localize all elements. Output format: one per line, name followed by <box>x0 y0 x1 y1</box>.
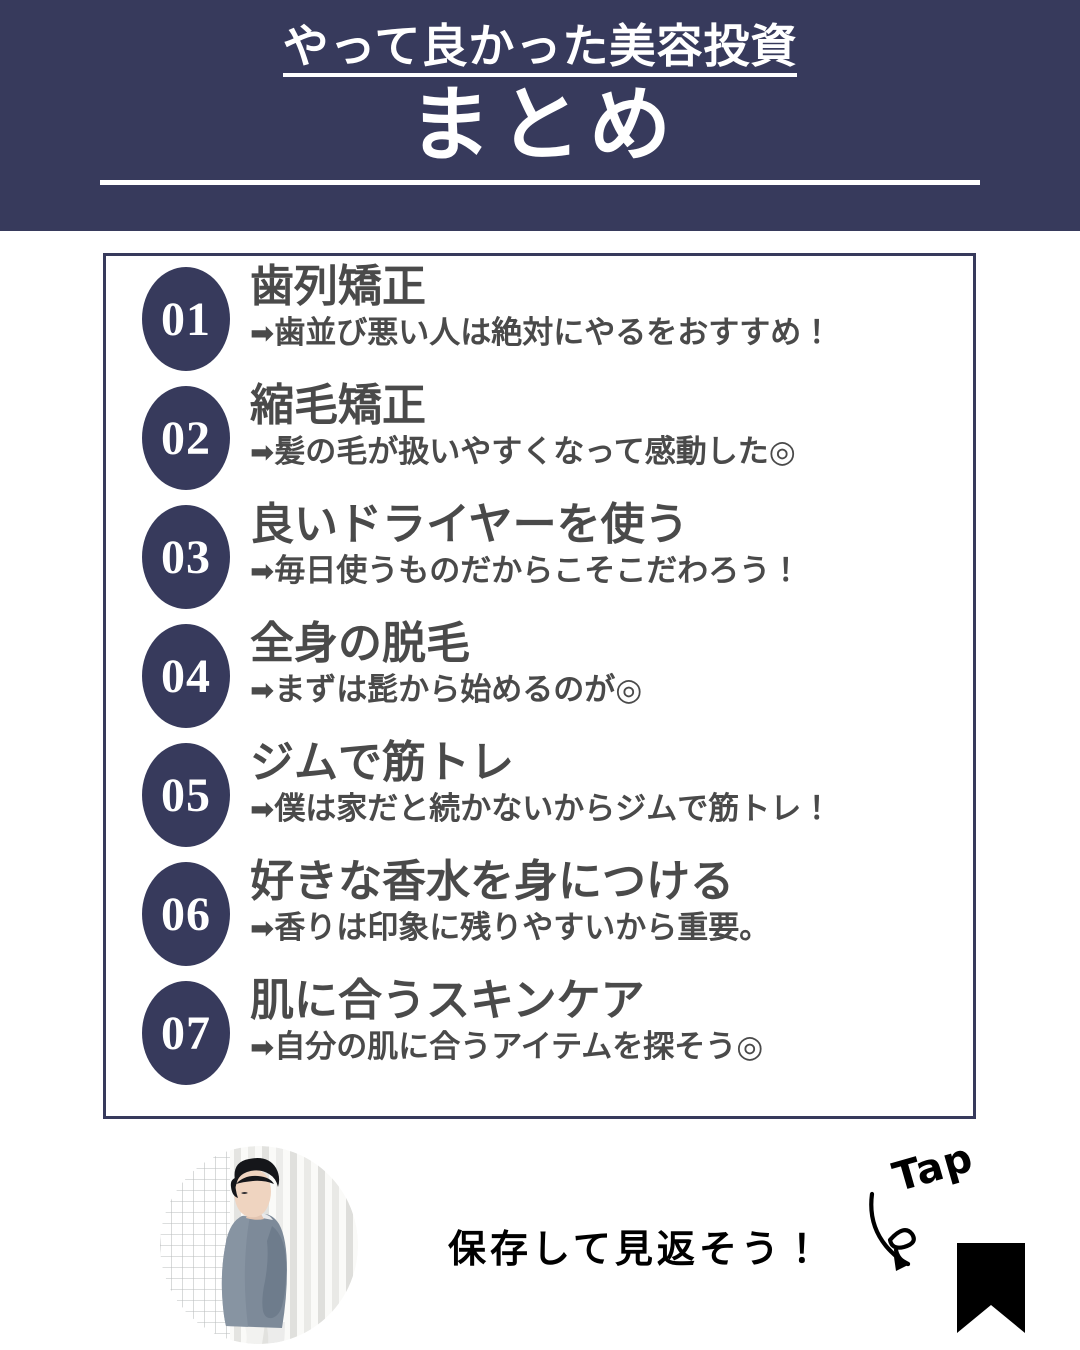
arrow-right-icon: ➡ <box>250 316 275 351</box>
curly-arrow-icon <box>869 1191 916 1271</box>
item-title: 好きな香水を身につける <box>250 856 734 907</box>
item-text-block: 歯列矯正➡歯並び悪い人は絶対にやるをおすすめ！ <box>250 262 832 352</box>
item-subtitle: ➡毎日使うものだからこそこだわろう！ <box>250 553 801 590</box>
arrow-right-icon: ➡ <box>250 1030 275 1065</box>
item-subtitle-text: 自分の肌に合うアイテムを探そう◎ <box>274 1029 764 1066</box>
item-text-block: 縮毛矯正➡髪の毛が扱いやすくなって感動した◎ <box>250 381 796 471</box>
header-subtitle: やって良かった美容投資 <box>282 22 798 78</box>
arrow-right-icon: ➡ <box>250 792 275 827</box>
arrow-right-icon: ➡ <box>250 554 275 589</box>
item-number-badge: 05 <box>142 743 230 847</box>
item-subtitle-text: 香りは印象に残りやすいから重要。 <box>274 910 771 947</box>
arrow-right-icon: ➡ <box>250 911 275 946</box>
bookmark-icon[interactable] <box>957 1243 1025 1333</box>
arrow-right-icon: ➡ <box>250 435 275 470</box>
item-subtitle: ➡自分の肌に合うアイテムを探そう◎ <box>250 1029 763 1066</box>
avatar <box>160 1146 358 1344</box>
avatar-photo <box>160 1146 358 1344</box>
header-divider <box>100 180 980 185</box>
item-subtitle: ➡まずは髭から始めるのが◎ <box>250 672 642 709</box>
item-subtitle-text: 僕は家だと続かないからジムで筋トレ！ <box>274 791 833 828</box>
item-number-badge: 07 <box>142 981 230 1085</box>
item-subtitle-text: まずは髭から始めるのが◎ <box>274 672 643 709</box>
item-subtitle: ➡歯並び悪い人は絶対にやるをおすすめ！ <box>250 315 832 352</box>
item-text-block: ジムで筋トレ➡僕は家だと続かないからジムで筋トレ！ <box>250 738 832 828</box>
save-cta-text: 保存して見返そう！ <box>448 1227 825 1271</box>
page-title: まとめ <box>408 78 679 174</box>
header-banner: やって良かった美容投資 まとめ <box>0 0 1080 231</box>
item-title: 肌に合うスキンケア <box>250 975 645 1026</box>
arrow-right-icon: ➡ <box>250 673 275 708</box>
item-text-block: 全身の脱毛➡まずは髭から始めるのが◎ <box>250 619 642 709</box>
footer-section: 保存して見返そう！ <box>0 1119 1080 1350</box>
item-title: ジムで筋トレ <box>250 737 514 788</box>
item-subtitle: ➡僕は家だと続かないからジムで筋トレ！ <box>250 791 832 828</box>
item-title: 縮毛矯正 <box>250 380 426 431</box>
item-title: 歯列矯正 <box>250 261 426 312</box>
item-subtitle-text: 髪の毛が扱いやすくなって感動した◎ <box>274 434 796 471</box>
item-number-badge: 06 <box>142 862 230 966</box>
item-subtitle: ➡香りは印象に残りやすいから重要。 <box>250 910 770 947</box>
item-number-badge: 03 <box>142 505 230 609</box>
item-number-badge: 02 <box>142 386 230 490</box>
item-number-badge: 04 <box>142 624 230 728</box>
item-subtitle-text: 毎日使うものだからこそこだわろう！ <box>274 553 802 590</box>
item-title: 全身の脱毛 <box>250 618 470 669</box>
item-number-badge: 01 <box>142 267 230 371</box>
item-subtitle-text: 歯並び悪い人は絶対にやるをおすすめ！ <box>274 315 833 352</box>
item-text-block: 肌に合うスキンケア➡自分の肌に合うアイテムを探そう◎ <box>250 976 763 1066</box>
item-text-block: 好きな香水を身につける➡香りは印象に残りやすいから重要。 <box>250 857 770 947</box>
item-subtitle: ➡髪の毛が扱いやすくなって感動した◎ <box>250 434 796 471</box>
item-text-block: 良いドライヤーを使う➡毎日使うものだからこそこだわろう！ <box>250 500 801 590</box>
item-title: 良いドライヤーを使う <box>250 499 689 550</box>
